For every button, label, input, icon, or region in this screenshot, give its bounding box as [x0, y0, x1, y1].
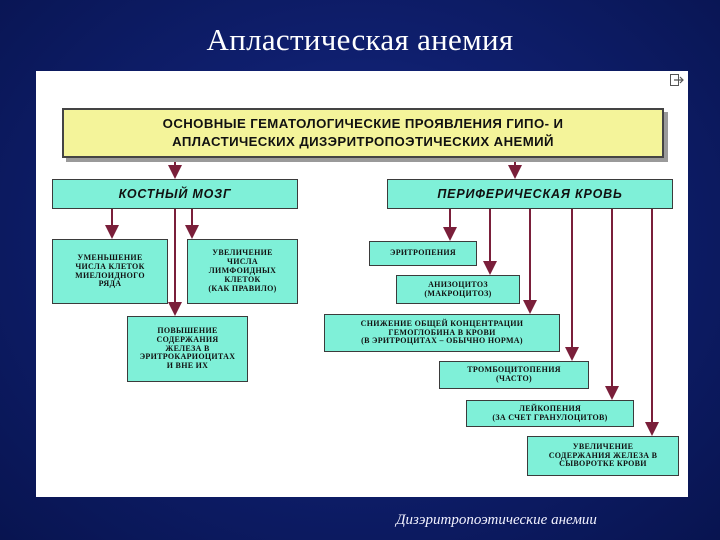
diagram-main-title: ОСНОВНЫЕ ГЕМАТОЛОГИЧЕСКИЕ ПРОЯВЛЕНИЯ ГИП…: [62, 108, 664, 158]
item-anisocytosis: АНИЗОЦИТОЗ (МАКРОЦИТОЗ): [396, 275, 520, 304]
slide-footer: Дизэритропоэтические анемии: [396, 512, 597, 528]
item-iron-increase-marrow: ПОВЫШЕНИЕ СОДЕРЖАНИЯ ЖЕЛЕЗА В ЭРИТРОКАРИ…: [127, 316, 248, 382]
item-erythropenia: ЭРИТРОПЕНИЯ: [369, 241, 477, 266]
nav-icon[interactable]: [670, 74, 684, 86]
category-bone-marrow: КОСТНЫЙ МОЗГ: [52, 179, 298, 209]
item-hemoglobin-decrease: СНИЖЕНИЕ ОБЩЕЙ КОНЦЕНТРАЦИИ ГЕМОГЛОБИНА …: [324, 314, 560, 352]
category-peripheral-blood: ПЕРИФЕРИЧЕСКАЯ КРОВЬ: [387, 179, 673, 209]
item-lymphoid-increase: УВЕЛИЧЕНИЕ ЧИСЛА ЛИМФОИДНЫХ КЛЕТОК (КАК …: [187, 239, 298, 304]
item-myeloid-decrease: УМЕНЬШЕНИЕ ЧИСЛА КЛЕТОК МИЕЛОИДНОГО РЯДА: [52, 239, 168, 304]
item-serum-iron-increase: УВЕЛИЧЕНИЕ СОДЕРЖАНИЯ ЖЕЛЕЗА В СЫВОРОТКЕ…: [527, 436, 679, 476]
item-leukopenia: ЛЕЙКОПЕНИЯ (ЗА СЧЕТ ГРАНУЛОЦИТОВ): [466, 400, 634, 427]
slide-title: Апластическая анемия: [206, 22, 514, 57]
item-thrombocytopenia: ТРОМБОЦИТОПЕНИЯ (ЧАСТО): [439, 361, 589, 389]
